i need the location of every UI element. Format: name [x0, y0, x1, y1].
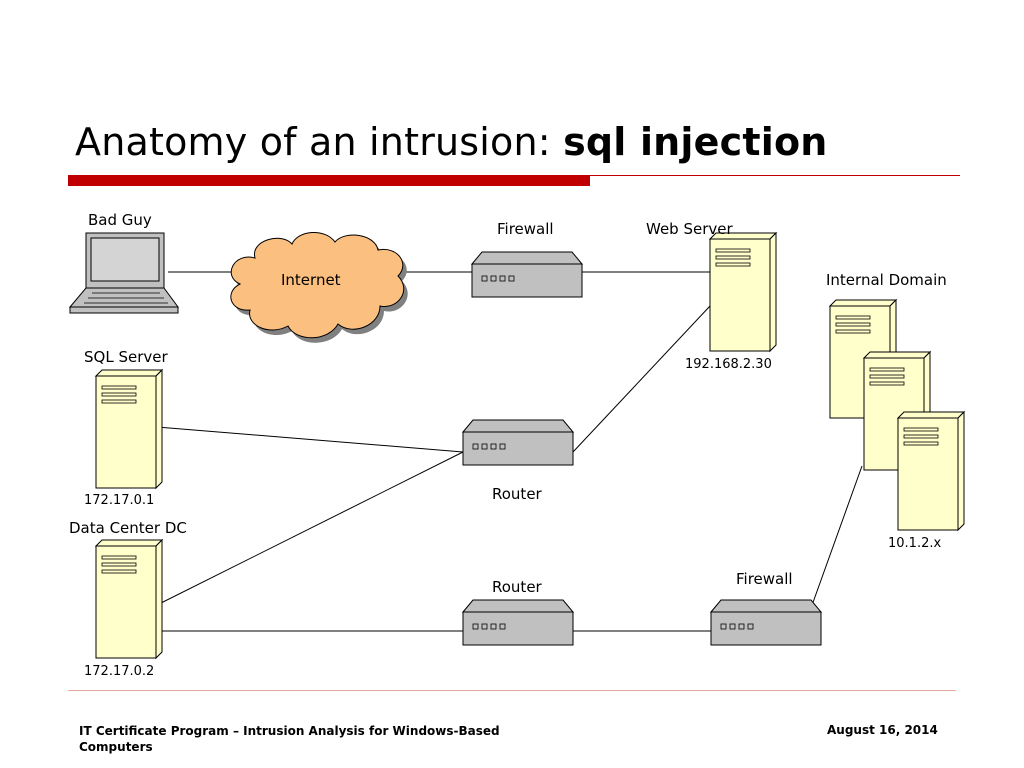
footer-program: IT Certificate Program – Intrusion Analy…: [79, 724, 500, 754]
internal-domain-ip: 10.1.2.x: [888, 536, 942, 551]
firewall-top-label: Firewall: [497, 220, 554, 238]
internet-label: Internet: [281, 271, 341, 289]
title-underline-thin: [590, 175, 960, 176]
internal-domain-label: Internal Domain: [826, 271, 947, 289]
web-server-icon: [709, 232, 777, 352]
router-bottom-icon: [462, 599, 574, 646]
laptop-icon: [68, 232, 179, 314]
firewall-top-icon: [471, 251, 583, 298]
bad-guy-label: Bad Guy: [88, 211, 152, 229]
sql-server-ip: 172.17.0.1: [84, 493, 155, 508]
sql-server-icon: [95, 369, 163, 489]
router-bottom-label: Router: [492, 578, 542, 596]
data-center-ip: 172.17.0.2: [84, 664, 155, 679]
title-plain: Anatomy of an intrusion:: [75, 120, 551, 164]
connection-lines: [156, 271, 863, 632]
internal-server-3-icon: [897, 411, 965, 531]
router-mid-icon: [462, 419, 574, 466]
title-bold: sql injection: [563, 120, 828, 164]
footer-divider: [68, 690, 956, 691]
firewall-bottom-icon: [710, 599, 822, 646]
slide-title: Anatomy of an intrusion: sql injection: [75, 120, 828, 164]
sql-server-label: SQL Server: [84, 348, 168, 366]
cloud-icon: [230, 232, 408, 343]
data-center-server-icon: [95, 539, 163, 659]
footer-date: August 16, 2014: [827, 723, 938, 737]
web-server-label: Web Server: [646, 220, 733, 238]
title-underline-red: [68, 175, 590, 186]
firewall-bottom-label: Firewall: [736, 570, 793, 588]
router-mid-label: Router: [492, 485, 542, 503]
web-server-ip: 192.168.2.30: [685, 357, 772, 372]
data-center-label: Data Center DC: [69, 519, 187, 537]
